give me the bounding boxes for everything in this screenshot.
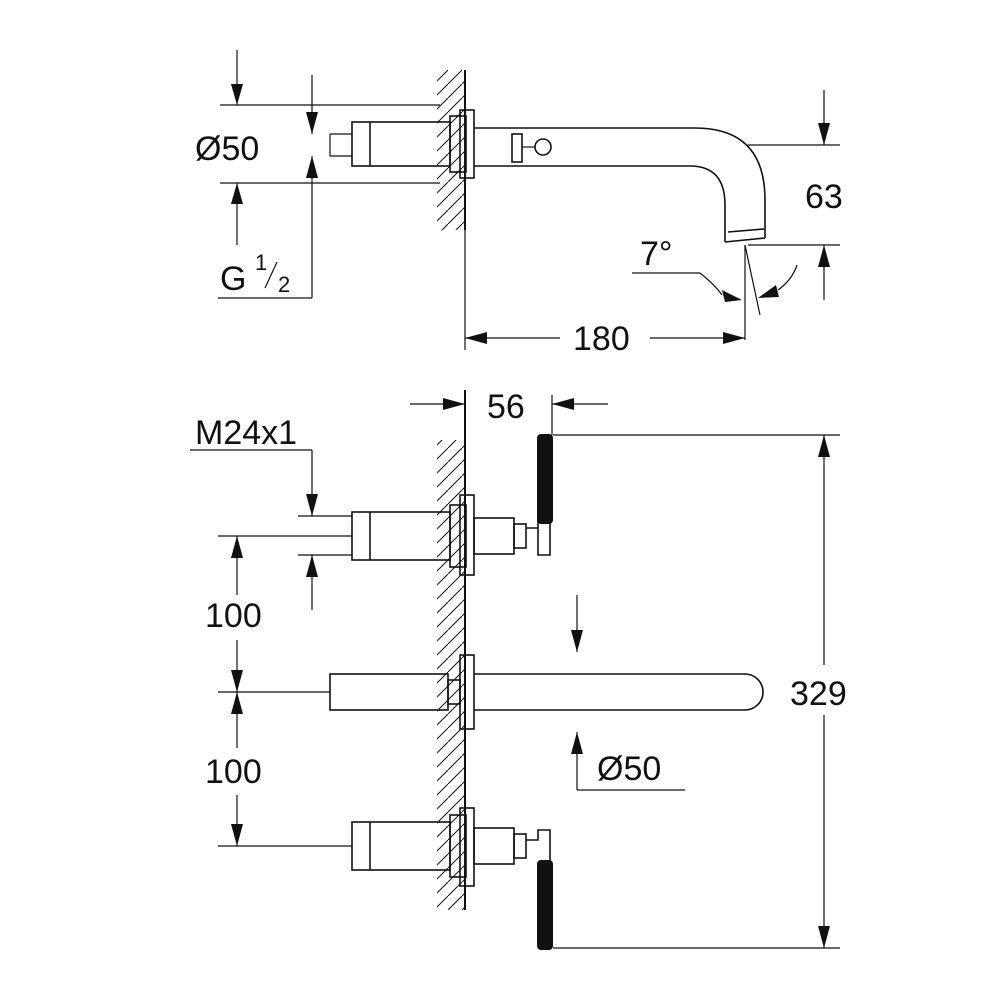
dim-thread-letter: G bbox=[220, 260, 246, 298]
dim-spacing-upper-label: 100 bbox=[205, 597, 262, 635]
lever-upper-knurl bbox=[537, 434, 553, 524]
dim-thread-m24-label: M24x1 bbox=[195, 414, 297, 452]
lever-lower-knurl bbox=[537, 860, 553, 950]
dim-projection-180: 180 bbox=[464, 230, 745, 358]
dim-total-329: 329 bbox=[553, 434, 847, 949]
dim-spacing: 100 100 bbox=[205, 535, 352, 847]
dim-angle-7: 7° bbox=[632, 235, 798, 340]
dim-thread-num: 1 bbox=[255, 250, 267, 275]
bottom-top-view: 56 M24x1 100 100 bbox=[190, 388, 847, 950]
dim-total-329-label: 329 bbox=[790, 675, 847, 713]
dim-height-63-label: 63 bbox=[805, 178, 843, 216]
dim-thread-top: G 1 2 bbox=[218, 75, 318, 299]
dim-diameter-top: Ø50 bbox=[195, 50, 440, 245]
dim-diameter-top-label: Ø50 bbox=[195, 130, 259, 168]
spout-side bbox=[474, 127, 766, 243]
dim-thread-m24: M24x1 bbox=[190, 414, 352, 610]
dim-offset-56: 56 bbox=[410, 388, 608, 435]
dim-offset-56-label: 56 bbox=[487, 388, 525, 426]
concealed-body-top bbox=[329, 109, 475, 179]
spout-top bbox=[329, 654, 764, 730]
top-side-view: Ø50 G 1 2 63 bbox=[195, 50, 843, 358]
dim-angle-7-label: 7° bbox=[640, 235, 673, 273]
dim-diameter-spout-label: Ø50 bbox=[597, 750, 661, 788]
dim-projection-180-label: 180 bbox=[573, 320, 630, 358]
dim-height-63: 63 bbox=[748, 90, 843, 300]
dim-thread-den: 2 bbox=[278, 272, 290, 297]
dim-spacing-lower-label: 100 bbox=[205, 753, 262, 791]
dim-diameter-spout: Ø50 bbox=[571, 595, 685, 791]
